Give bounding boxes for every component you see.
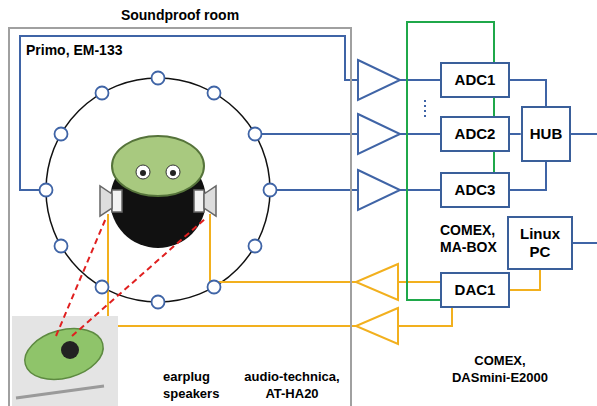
amplifier-symbol	[356, 308, 398, 344]
mic-wire	[277, 189, 358, 191]
earplug	[19, 320, 109, 387]
mic-wire	[262, 133, 358, 135]
ear-speaker	[194, 190, 204, 212]
part-label: Primo, EM-133	[26, 42, 122, 59]
earplug-driver	[61, 341, 79, 359]
box-label: ADC3	[455, 181, 496, 199]
part-label: earplug speakers	[163, 368, 243, 402]
device-box: ADC3	[440, 172, 510, 208]
part-label: audio-technica, AT-HA20	[236, 368, 348, 402]
signal-wire	[510, 162, 546, 190]
microphone	[55, 240, 68, 253]
microphone	[152, 72, 165, 85]
preamp-symbol	[358, 170, 400, 210]
microphone	[96, 281, 109, 294]
speaker-wire	[210, 214, 356, 282]
signal-wire	[493, 152, 495, 172]
preamp-symbol	[358, 60, 400, 100]
robot-pupil	[140, 170, 146, 176]
box-label: HUB	[530, 125, 563, 143]
robot-pupil	[170, 170, 176, 176]
device-box: ADC1	[440, 62, 510, 98]
box-label: ADC1	[455, 71, 496, 89]
microphone	[249, 128, 262, 141]
ear-speaker	[112, 190, 122, 212]
earplug-photo	[12, 316, 118, 406]
device-box: ADC2	[440, 116, 510, 152]
signal-wire	[493, 98, 495, 116]
earplug-cable	[16, 386, 104, 398]
box-label: ADC2	[455, 125, 496, 143]
box-label: DAC1	[455, 281, 496, 299]
robot-eye	[136, 165, 150, 179]
box-label: Linux PC	[516, 225, 564, 261]
device-box: DAC1	[440, 272, 510, 308]
microphone	[208, 87, 221, 100]
microphone	[208, 281, 221, 294]
signal-wire	[510, 133, 521, 135]
ear-speaker	[100, 186, 112, 216]
microphone	[264, 184, 277, 197]
signal-wire	[510, 270, 540, 290]
room-region: Soundproof room	[8, 27, 352, 406]
microphone	[249, 240, 262, 253]
part-label: COMEX, MA-BOX	[440, 222, 504, 256]
device-box: HUB	[521, 106, 572, 162]
amplifier-symbol	[356, 264, 398, 300]
part-label: COMEX, DASmini-E2000	[448, 352, 552, 386]
ellipsis-dots	[424, 100, 426, 118]
robot-helmet	[112, 136, 204, 196]
microphone	[152, 296, 165, 309]
leader-line	[72, 218, 206, 336]
signal-wire	[510, 80, 546, 106]
leader-line	[56, 218, 106, 336]
microphone-ring	[46, 78, 270, 302]
ear-speaker	[204, 186, 216, 216]
microphone	[40, 184, 53, 197]
region-heading: Soundproof room	[10, 6, 350, 24]
microphone	[55, 128, 68, 141]
device-box: Linux PC	[507, 216, 573, 270]
preamp-symbol	[358, 114, 400, 154]
robot-eye	[166, 165, 180, 179]
microphone	[96, 87, 109, 100]
